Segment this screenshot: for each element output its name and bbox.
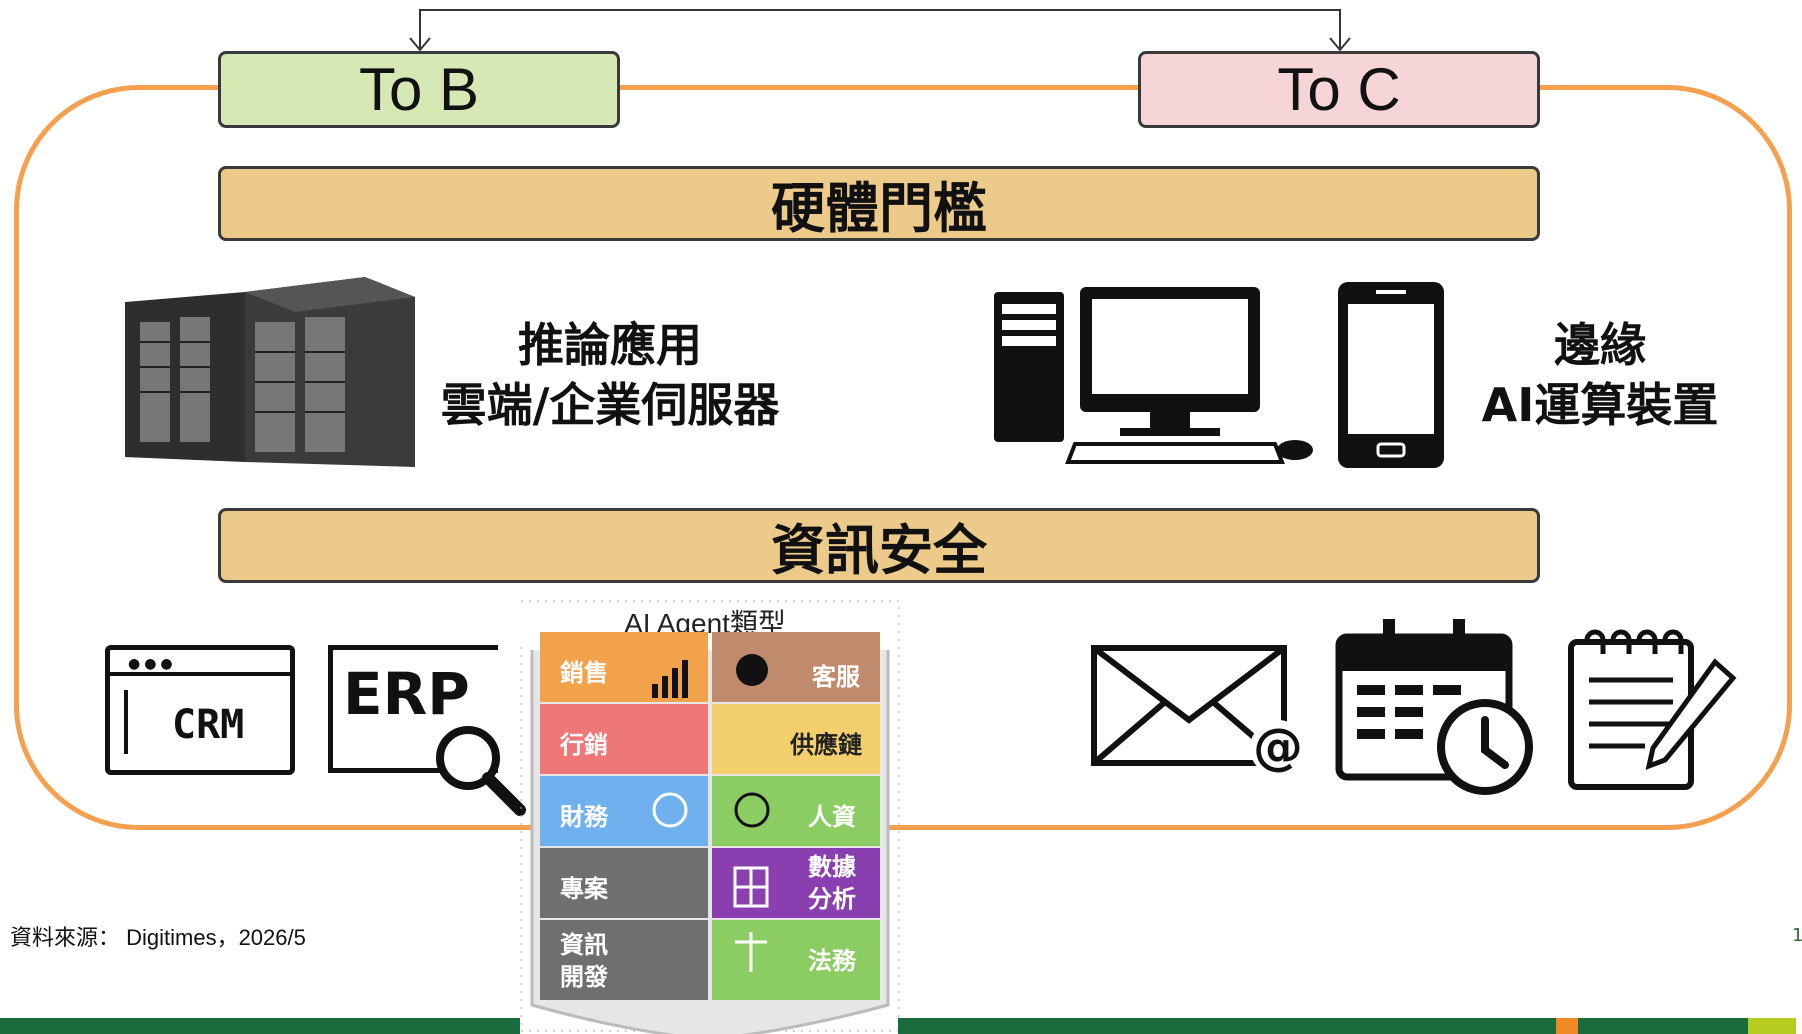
agent-label-legal: 法務 [808, 947, 856, 975]
crm-icon: ●●● CRM [105, 645, 295, 775]
headset-icon [736, 654, 768, 686]
c-side-line1: 邊緣 [1554, 318, 1646, 372]
footer-band-left [0, 1018, 520, 1034]
source-note: 資料來源： Digitimes，2026/5 [10, 925, 306, 950]
growth-chart-icon [652, 660, 688, 698]
agent-category-finance: 財務 [540, 776, 708, 846]
agent-icons-overlay [652, 654, 770, 972]
footer-band-right2 [1578, 1018, 1748, 1034]
smartphone-icon [1338, 282, 1444, 468]
hardware-threshold-bar: 硬體門檻 [218, 166, 1540, 241]
b-side-label: 推論應用 雲端/企業伺服器 [420, 315, 800, 435]
agent-category-legal: 法務 [712, 920, 880, 1000]
svg-text:@: @ [1253, 718, 1303, 776]
agent-label-it-dev-1: 資訊 [560, 931, 608, 959]
agent-category-sales: 銷售 [540, 632, 708, 702]
agent-category-it-dev: 資訊 開發 [540, 920, 708, 1000]
footer-band-right [898, 1018, 1556, 1034]
desktop-computer-icon [994, 287, 1313, 464]
crm-text: CRM [172, 702, 245, 748]
calendar-clock-icon [1335, 619, 1533, 795]
team-hands-icon [734, 792, 770, 828]
agent-category-hr: 人資 [712, 776, 880, 846]
agent-label-supply-chain: 供應鏈 [790, 731, 862, 759]
agent-label-it-dev-2: 開發 [560, 963, 608, 991]
security-bar: 資訊安全 [218, 508, 1540, 583]
email-icon: @ [1091, 645, 1306, 776]
agent-label-data-2: 分析 [808, 885, 856, 913]
b-side-line1: 推論應用 [518, 318, 702, 372]
footer-accent-lime [1748, 1018, 1796, 1034]
agent-label-hr: 人資 [808, 803, 856, 831]
b-side-line2: 雲端/企業伺服器 [440, 378, 780, 432]
agent-label-sales: 銷售 [560, 659, 608, 687]
notepad-pencil-icon [1568, 629, 1737, 790]
scales-icon [735, 932, 767, 972]
server-rack-icon [125, 277, 415, 467]
erp-icon: ERP [328, 645, 498, 773]
c-side-line2: AI運算裝置 [1481, 378, 1719, 432]
connector-arrows [409, 9, 1351, 52]
footer-accent-orange [1556, 1018, 1578, 1034]
agent-category-supply-chain: 供應鏈 [712, 704, 880, 774]
to-b-box: To B [218, 51, 620, 128]
calculator-icon [733, 866, 769, 908]
agent-category-project: 專案 [540, 848, 708, 918]
money-hand-icon [652, 792, 688, 828]
agent-category-marketing: 行銷 [540, 704, 708, 774]
agent-label-data-1: 數據 [808, 853, 856, 881]
agent-label-marketing: 行銷 [560, 731, 608, 759]
agent-label-customer-service: 客服 [812, 663, 860, 691]
agent-label-finance: 財務 [560, 803, 608, 831]
scope-frame [14, 85, 1792, 830]
agent-label-project: 專案 [560, 875, 608, 903]
erp-text: ERP [343, 660, 470, 728]
c-side-label: 邊緣 AI運算裝置 [1470, 315, 1730, 435]
page-number: 1 [1792, 925, 1802, 946]
to-c-box: To C [1138, 51, 1540, 128]
magnifier-icon [436, 726, 526, 816]
